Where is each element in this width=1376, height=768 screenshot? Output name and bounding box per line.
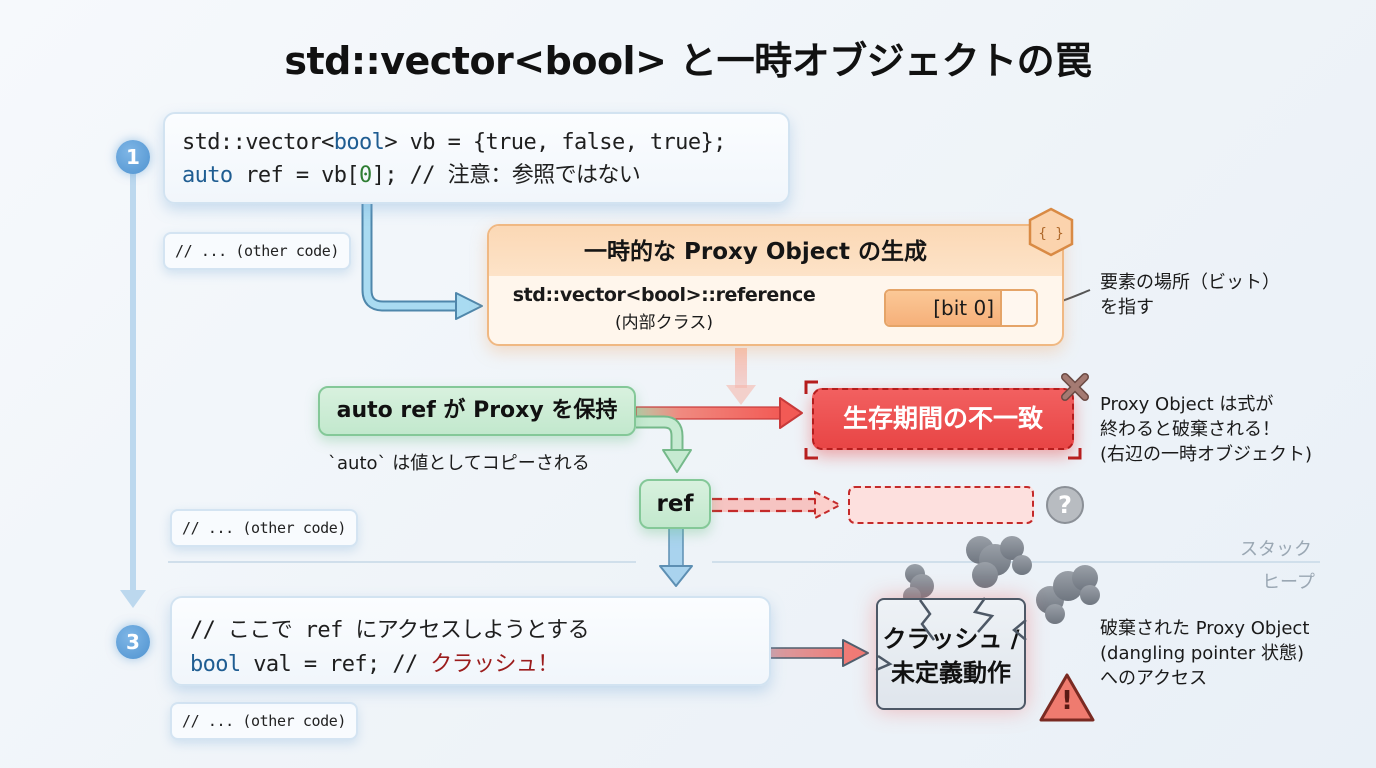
- code-braces-hexagon-icon: { }: [1027, 207, 1075, 257]
- warning-triangle-icon: !: [1038, 672, 1096, 724]
- dangling-arrow: [712, 490, 843, 520]
- page-title: std::vector<bool> と一時オブジェクトの罠: [284, 39, 1092, 83]
- code-text: ref = vb[: [232, 163, 360, 188]
- proxy-class-name: std::vector<bool>::reference: [512, 284, 816, 306]
- svg-text:{ }: { }: [1038, 226, 1063, 242]
- destroyed-proxy-slot: [848, 486, 1034, 524]
- step-badge-3: 3: [116, 625, 150, 659]
- proxy-class-note: (内部クラス): [615, 313, 713, 333]
- auto-copy-caption: `auto` は値としてコピーされる: [328, 453, 590, 474]
- other-code-chip: // ... (other code): [163, 232, 351, 270]
- code-number: 0: [359, 163, 372, 188]
- ref-variable-box: ref: [639, 479, 711, 529]
- auto-ref-holds-proxy-box: auto ref が Proxy を保持: [318, 386, 636, 436]
- proxy-fade-arrow: [726, 348, 756, 405]
- code-line-access: bool val = ref; // クラッシュ！: [190, 646, 769, 678]
- crash-note-line: (dangling pointer 状態): [1100, 643, 1304, 664]
- code-line-declaration: std::vector<bool> vb = {true, false, tru…: [182, 130, 788, 155]
- x-mark-icon: [1060, 372, 1090, 402]
- stack-region-label: スタック: [1240, 539, 1312, 560]
- lifetime-note-line: (右辺の一時オブジェクト): [1100, 444, 1313, 465]
- other-code-chip: // ... (other code): [170, 702, 358, 740]
- bit-slot: [bit 0]: [884, 289, 1038, 327]
- crash-box-line: クラッシュ /: [882, 625, 1020, 653]
- code-keyword: bool: [333, 130, 385, 155]
- crash-note-line: 破棄された Proxy Object: [1100, 618, 1310, 639]
- crash-note: 破棄された Proxy Object (dangling pointer 状態)…: [1100, 616, 1309, 691]
- bit-note-line: を指す: [1100, 297, 1154, 318]
- proxy-object-header: 一時的な Proxy Object の生成: [489, 226, 1062, 276]
- lifetime-note-line: Proxy Object は式が: [1100, 394, 1274, 415]
- creation-arrow: [361, 192, 483, 320]
- lifetime-note: Proxy Object は式が 終わると破棄される！ (右辺の一時オブジェクト…: [1100, 392, 1312, 467]
- code-line-auto-ref: auto ref = vb[0]; // 注意：参照ではない: [182, 157, 788, 189]
- question-mark-icon: ?: [1046, 486, 1084, 524]
- bit-0-cell: [bit 0]: [886, 291, 1002, 325]
- mismatch-arrow: [635, 397, 803, 429]
- step-badge-1: 1: [116, 140, 150, 174]
- proxy-object-card: 一時的な Proxy Object の生成 std::vector<bool>:…: [487, 224, 1064, 346]
- ref-down-arrow: [659, 527, 693, 587]
- code-text: ]; // 注意：参照ではない: [371, 163, 641, 188]
- mismatch-brackets: [804, 380, 1082, 460]
- code-line-comment: // ここで ref にアクセスしようとする: [190, 618, 590, 643]
- code-text: val = ref; //: [240, 652, 431, 677]
- crash-note-line: へのアクセス: [1100, 668, 1208, 689]
- code-block-3: // ここで ref にアクセスしようとする bool val = ref; /…: [170, 596, 771, 686]
- code-text: std::vector<: [182, 130, 334, 155]
- bit-note: 要素の場所（ビット） を指す: [1100, 270, 1280, 320]
- crash-box-line: 未定義動作: [891, 659, 1011, 687]
- proxy-class-label: std::vector<bool>::reference (内部クラス): [489, 284, 839, 333]
- lifetime-mismatch-box: 生存期間の不一致: [812, 388, 1074, 450]
- lifetime-note-line: 終わると破棄される！: [1100, 419, 1280, 440]
- code-block-1: std::vector<bool> vb = {true, false, tru…: [163, 112, 790, 204]
- crash-undefined-behavior-box: クラッシュ / 未定義動作: [876, 598, 1026, 710]
- timeline-arrow: [120, 172, 146, 608]
- copy-arrow: [636, 415, 692, 473]
- heap-region-label: ヒープ: [1262, 572, 1315, 593]
- code-keyword: bool: [190, 652, 241, 677]
- code-keyword: auto: [182, 163, 233, 188]
- code-crash-comment: クラッシュ！: [430, 652, 559, 677]
- bit-note-line: 要素の場所（ビット）: [1100, 272, 1280, 293]
- warning-glyph: !: [1061, 686, 1073, 716]
- code-text: > vb = {true, false, true};: [384, 130, 726, 155]
- other-code-chip: // ... (other code): [170, 509, 358, 547]
